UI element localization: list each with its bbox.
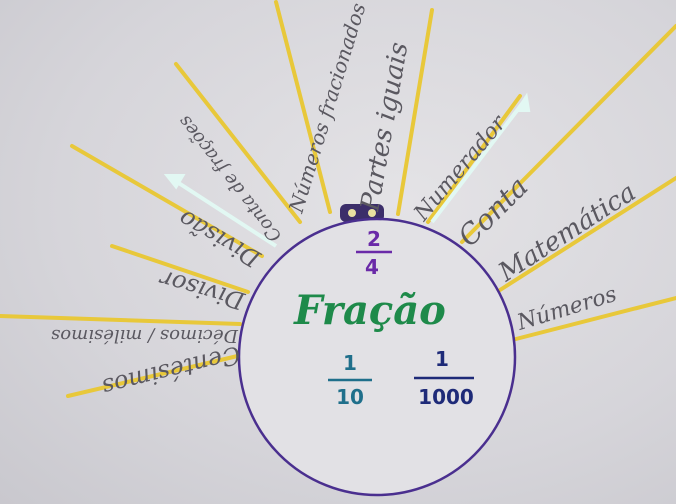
fraction-3-numerator: 1 xyxy=(435,347,449,371)
rays xyxy=(0,0,676,398)
fraction-2-denominator: 10 xyxy=(336,385,364,409)
ray-label-7: Centésimos xyxy=(99,340,243,401)
ray-3 xyxy=(426,94,522,224)
ray-label-1: Números fracionados xyxy=(284,0,371,216)
center-circle xyxy=(237,217,517,497)
stamp xyxy=(340,204,384,222)
ray-8 xyxy=(0,314,242,326)
ray-4 xyxy=(460,24,676,244)
ray-label-9: Divisor xyxy=(155,264,248,315)
fraction-2-numerator: 1 xyxy=(343,351,357,375)
fraction-3-denominator: 1000 xyxy=(418,385,474,409)
ray-11 xyxy=(174,62,302,224)
ray-10 xyxy=(70,144,264,258)
ray-1 xyxy=(274,0,332,214)
arrow-left xyxy=(172,178,278,248)
arrows xyxy=(163,92,531,248)
ray-6 xyxy=(510,296,676,342)
arrow-right xyxy=(430,102,524,224)
arrow-right-head xyxy=(514,92,531,112)
fraction-1-numerator: 2 xyxy=(367,227,381,251)
center-title: Fração xyxy=(293,287,446,334)
ray-label-2: Partes iguais xyxy=(355,40,414,214)
ray-2 xyxy=(396,8,434,216)
ray-9 xyxy=(110,244,250,294)
ray-label-8: Décimos / milésimos xyxy=(51,325,239,346)
arrow-left-head xyxy=(163,174,186,190)
ray-5 xyxy=(498,176,676,292)
fraction-1-denominator: 4 xyxy=(365,255,379,279)
ray-7 xyxy=(66,352,248,398)
